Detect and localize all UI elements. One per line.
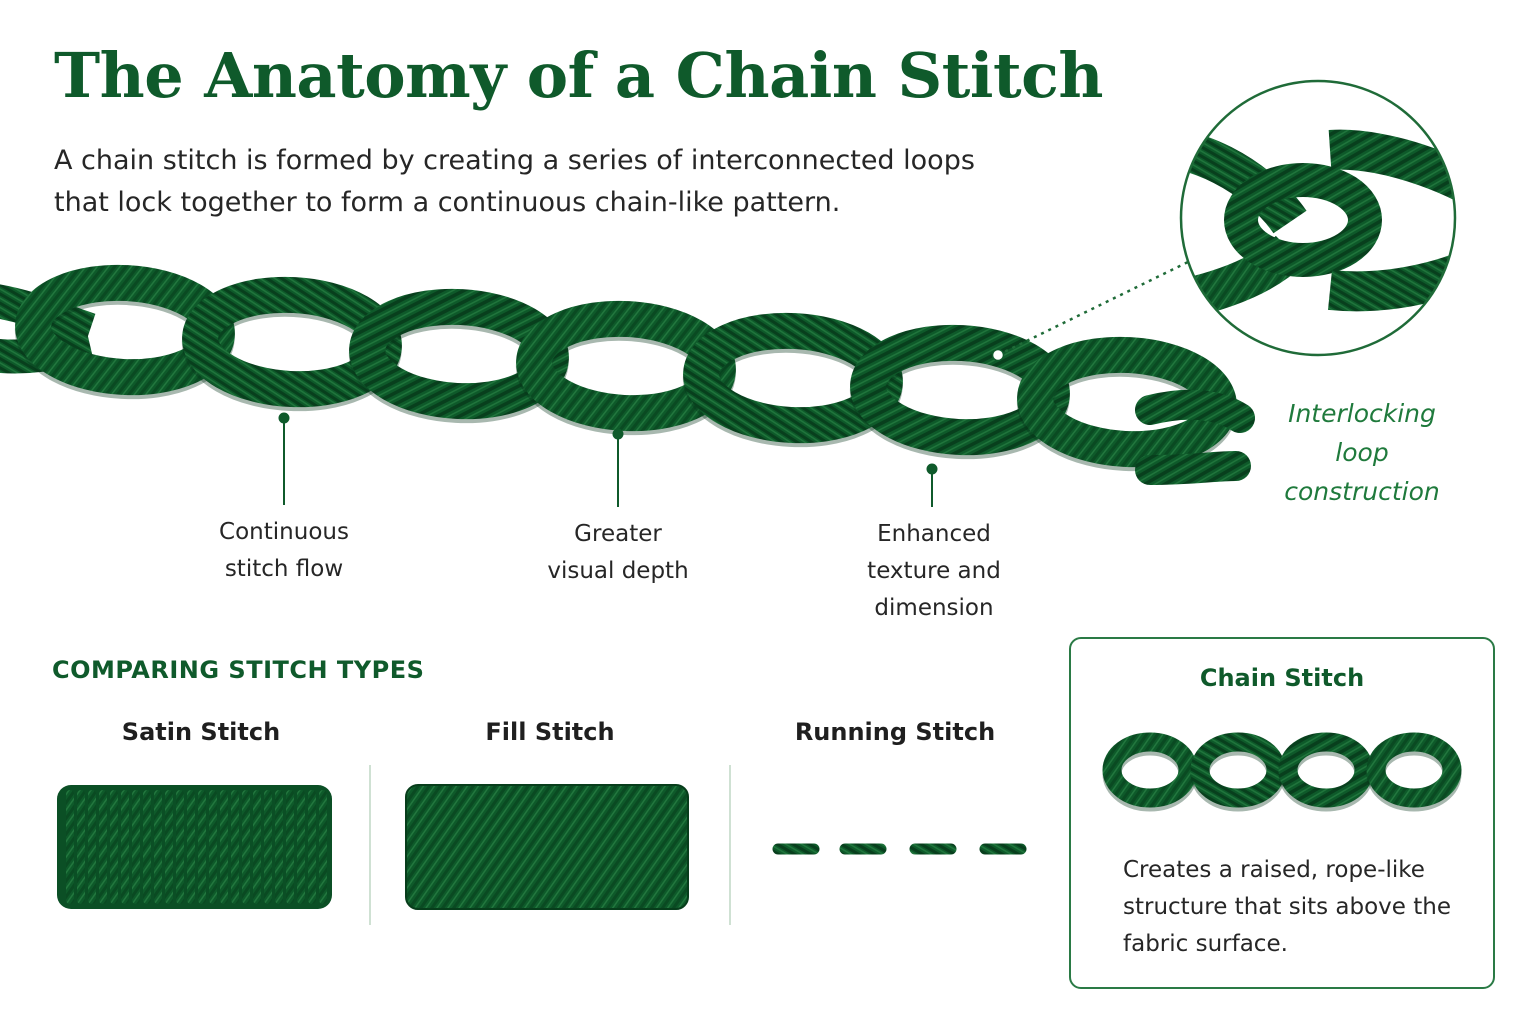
satin-wrap [99, 790, 107, 904]
divider-2 [729, 765, 731, 925]
callout-stems [278, 412, 938, 507]
chain-tail-strand [1135, 389, 1255, 485]
callout-texture-dimension: Enhanced texture and dimension [867, 521, 1001, 621]
fill-swatch [405, 784, 689, 910]
satin-wrap [319, 790, 327, 904]
divider-1 [369, 765, 371, 925]
intro-text: A chain stitch is formed by creating a s… [54, 145, 975, 218]
satin-wrap [176, 790, 184, 904]
mini-chain-loop-1 [1102, 732, 1198, 808]
satin-wrap [242, 790, 250, 904]
satin-wrap [231, 790, 239, 904]
mini-chain [1102, 732, 1462, 812]
chain-card-description: Creates a raised, rope-like structure th… [1123, 857, 1451, 957]
satin-wrap [297, 790, 305, 904]
chain-card-title: Chain Stitch [1199, 664, 1365, 692]
satin-wrap [308, 790, 316, 904]
satin-wrap [121, 790, 129, 904]
satin-wrap [198, 790, 206, 904]
mini-chain-loop-4 [1366, 732, 1462, 808]
zoom-caption: Interlocking loop construction [1284, 399, 1440, 506]
satin-wrap [77, 790, 85, 904]
callout-visual-depth: Greater visual depth [547, 521, 689, 584]
running-stitch-label: Running Stitch [794, 718, 996, 746]
satin-wrap [286, 790, 294, 904]
satin-wrap [253, 790, 261, 904]
satin-wrap [88, 790, 96, 904]
satin-wrap [66, 790, 74, 904]
satin-wrap [132, 790, 140, 904]
satin-wrap [110, 790, 118, 904]
zoom-anchor-dot [991, 348, 1005, 362]
satin-wrap [143, 790, 151, 904]
satin-wrap [264, 790, 272, 904]
satin-wrap [187, 790, 195, 904]
chain-stitch-card [1069, 637, 1495, 989]
satin-wrap [220, 790, 228, 904]
satin-wrap [165, 790, 173, 904]
mini-chain-loop-3 [1278, 732, 1374, 808]
callout-continuous-flow: Continuous stitch flow [219, 519, 349, 582]
satin-swatch [57, 785, 332, 909]
main-chain [0, 264, 1255, 485]
magnifier-circle [1179, 79, 1457, 357]
zoom-pointer [997, 260, 1189, 357]
satin-wrap [275, 790, 283, 904]
satin-stitch-label: Satin Stitch [121, 718, 281, 746]
page-title: The Anatomy of a Chain Stitch [54, 39, 1103, 112]
mini-chain-loop-2 [1190, 732, 1286, 808]
fill-stitch-label: Fill Stitch [485, 718, 615, 746]
satin-wrap [209, 790, 217, 904]
satin-wrap [154, 790, 162, 904]
comparison-heading: COMPARING STITCH TYPES [52, 656, 425, 684]
